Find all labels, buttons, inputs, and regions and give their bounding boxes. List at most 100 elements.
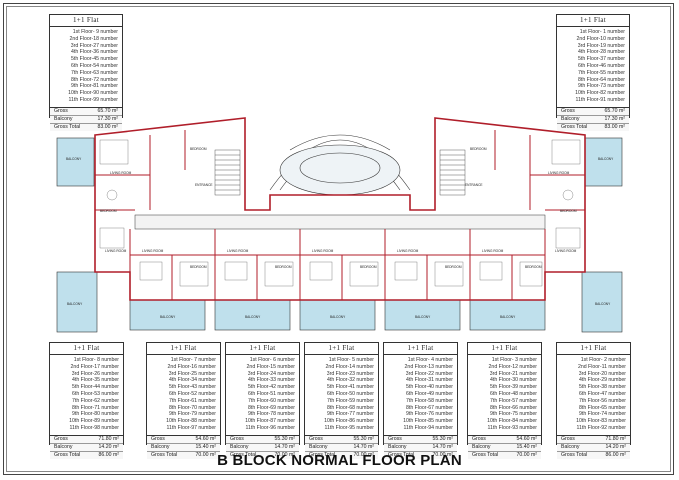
floor-number-item: 6th Floor-48 number <box>490 390 537 397</box>
floor-number-item: 9th Floor-80 number <box>72 411 119 418</box>
floor-number-item: 4th Floor-32 number <box>327 377 374 384</box>
floor-number-item: 2nd Floor-16 number <box>167 363 216 370</box>
room-labels: LIVING ROOM BEDROOM ENTRANCE BEDROOM LIV… <box>66 147 614 319</box>
room-label: BALCONY <box>598 157 614 161</box>
floor-number-item: 2nd Floor-14 number <box>325 363 374 370</box>
floor-number-item: 4th Floor-31 number <box>406 377 453 384</box>
room-label: BALCONY <box>500 315 516 319</box>
area-value: 86.00 m² <box>98 452 119 458</box>
floor-number-item: 2nd Floor-13 number <box>404 363 453 370</box>
flat-type-title: 1+1 Flat <box>147 343 220 355</box>
floor-number-item: 1st Floor- 8 number <box>73 357 119 363</box>
area-value: 83.00 m² <box>97 124 118 130</box>
area-label: Gross Total <box>309 452 336 458</box>
floor-number-item: 6th Floor-49 number <box>406 390 453 397</box>
floor-number-item: 11th Floor-96 number <box>245 424 296 431</box>
floor-number-item: 11th Floor-99 number <box>68 96 119 103</box>
area-label: Gross Total <box>561 124 588 130</box>
area-label: Balcony <box>54 116 73 122</box>
floor-number-item: 3rd Floor-27 number <box>70 42 118 49</box>
floor-number-item: 9th Floor-79 number <box>169 411 216 418</box>
floor-number-item: 7th Floor-57 number <box>490 397 537 404</box>
area-value: 70.00 m² <box>274 452 295 458</box>
floor-number-item: 2nd Floor-12 number <box>488 363 537 370</box>
floor-number-item: 4th Floor-33 number <box>248 377 295 384</box>
floor-number-item: 9th Floor-78 number <box>248 411 295 418</box>
floor-number-item: 8th Floor-71 number <box>72 404 119 411</box>
floor-number-item: 3rd Floor-25 number <box>168 370 216 377</box>
area-value: 15.40 m² <box>195 444 216 450</box>
area-value: 86.00 m² <box>605 452 626 458</box>
room-label: BALCONY <box>245 315 261 319</box>
room-label: BALCONY <box>595 302 611 306</box>
floor-number-item: 1st Floor- 2 number <box>580 357 626 363</box>
interior-walls <box>95 130 585 300</box>
room-label: ENTRANCE <box>465 183 483 187</box>
floor-number-item: 7th Floor-63 number <box>71 69 118 76</box>
area-label: Gross <box>388 436 402 442</box>
floor-number-item: 5th Floor-38 number <box>579 384 626 391</box>
area-value: 55.30 m² <box>274 436 295 442</box>
area-label: Balcony <box>561 444 580 450</box>
floor-number-item: 10th Floor-83 number <box>576 418 626 425</box>
floor-number-item: 6th Floor-52 number <box>169 390 216 397</box>
floor-number-item: 2nd Floor-18 number <box>69 35 118 42</box>
area-value: 65.70 m² <box>97 108 118 114</box>
flat-type-title: 1+1 Flat <box>384 343 457 355</box>
area-label: Balcony <box>561 116 580 122</box>
floor-number-item: 10th Floor-86 number <box>324 418 374 425</box>
floor-number-item: 3rd Floor-21 number <box>489 370 537 377</box>
room-label: LIVING ROOM <box>227 249 249 253</box>
area-value: 70.00 m² <box>353 452 374 458</box>
room-label: BEDROOM <box>275 265 292 269</box>
flat-type-title: 1+1 Flat <box>557 15 629 27</box>
area-label: Balcony <box>151 444 170 450</box>
floor-number-item: 11th Floor-94 number <box>403 424 454 431</box>
area-label: Gross <box>54 436 68 442</box>
floor-number-item: 3rd Floor-24 number <box>247 370 295 377</box>
floor-number-item: 8th Floor-64 number <box>578 76 625 83</box>
floor-number-item: 7th Floor-60 number <box>248 397 295 404</box>
floor-number-item: 11th Floor-98 number <box>69 424 120 431</box>
floor-number-item: 6th Floor-47 number <box>579 390 626 397</box>
floor-number-item: 8th Floor-65 number <box>579 404 626 411</box>
floor-number-item: 9th Floor-73 number <box>578 83 625 90</box>
plan-title: B BLOCK NORMAL FLOOR PLAN <box>217 452 462 469</box>
room-label: BEDROOM <box>525 265 542 269</box>
floor-number-item: 3rd Floor-22 number <box>405 370 453 377</box>
balcony-bottom-left <box>56 271 98 333</box>
floor-number-item: 4th Floor-28 number <box>578 49 625 56</box>
area-label: Balcony <box>54 444 73 450</box>
floor-number-item: 1st Floor- 9 number <box>72 29 118 35</box>
floor-number-item: 1st Floor- 1 number <box>579 29 625 35</box>
flat-type-title: 1+1 Flat <box>305 343 378 355</box>
furniture <box>99 139 581 287</box>
room-label: LIVING ROOM <box>482 249 504 253</box>
floor-number-item: 10th Floor-88 number <box>166 418 216 425</box>
floor-number-item: 7th Floor-61 number <box>169 397 216 404</box>
area-row-gross-total: Gross Total 70.00 m² <box>226 452 299 459</box>
area-label: Gross Total <box>230 452 257 458</box>
floor-number-item: 8th Floor-67 number <box>406 404 453 411</box>
